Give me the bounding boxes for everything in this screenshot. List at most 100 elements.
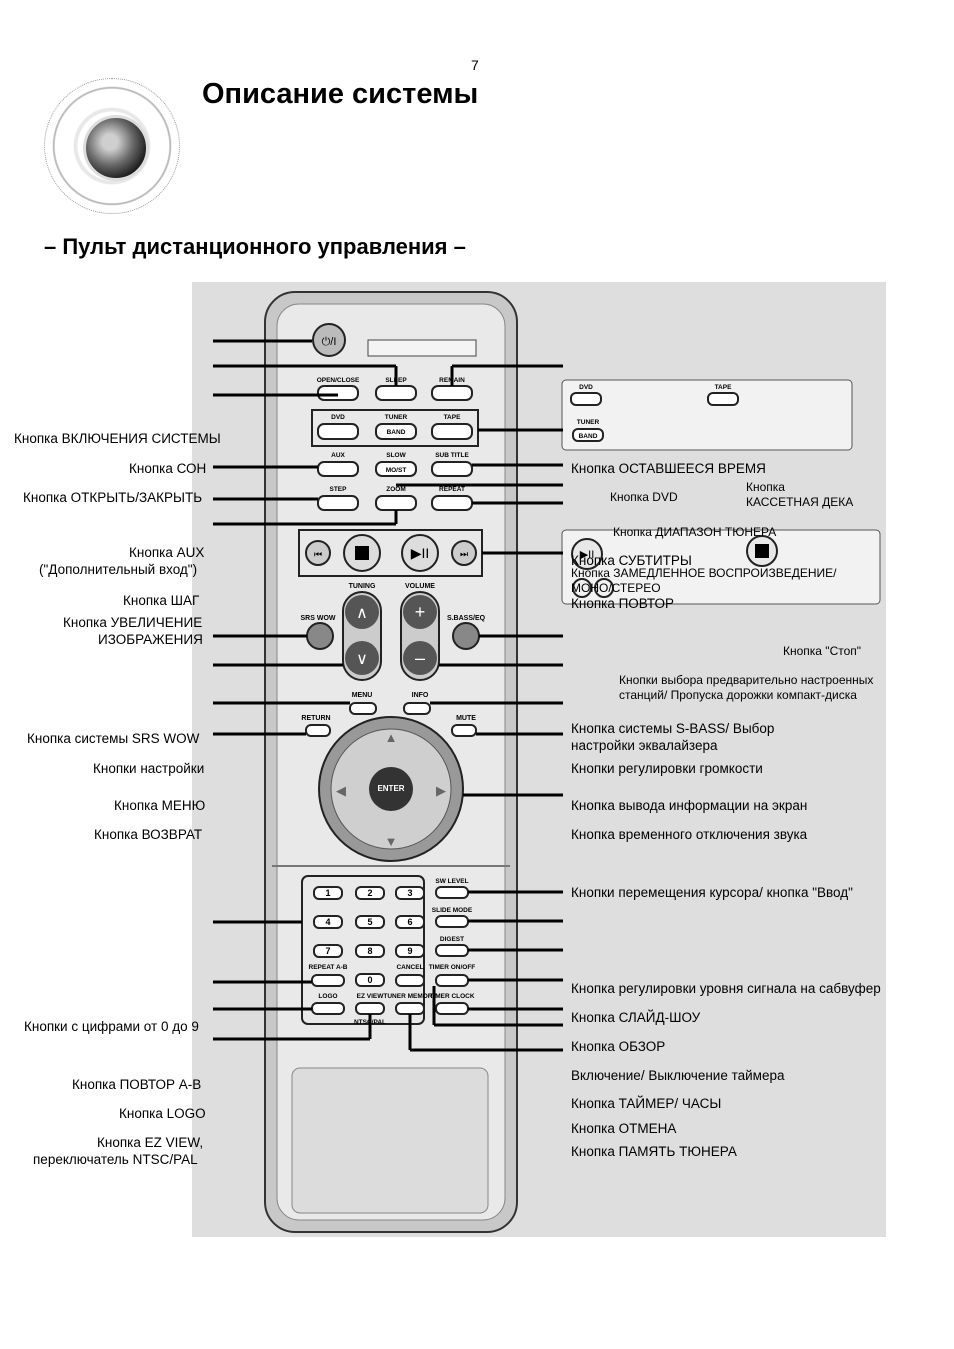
digit-7-button[interactable] bbox=[313, 944, 343, 958]
return-button[interactable] bbox=[305, 724, 331, 737]
digit-2-button[interactable] bbox=[355, 886, 385, 900]
tape-button[interactable] bbox=[431, 423, 473, 440]
subtitle-button[interactable] bbox=[431, 461, 473, 477]
sub-title-label: SUB TITLE bbox=[435, 452, 469, 459]
cursor-up-icon[interactable]: ▲ bbox=[385, 730, 398, 745]
cursor-left-icon[interactable]: ◀ bbox=[336, 783, 346, 798]
tuning-label: TUNING bbox=[349, 583, 376, 590]
timer-clock-label: TIMER CLOCK bbox=[429, 993, 474, 1000]
info-button[interactable] bbox=[403, 702, 431, 715]
digit-4-button[interactable] bbox=[313, 915, 343, 929]
step-label: STEP bbox=[330, 486, 348, 493]
prev-track-button[interactable] bbox=[305, 540, 331, 566]
slow-most-button[interactable] bbox=[375, 461, 417, 477]
cancel-label: CANCEL bbox=[396, 964, 423, 971]
digit-0-button[interactable] bbox=[355, 973, 385, 987]
prev-callout-icon bbox=[572, 578, 592, 598]
srs-wow-button[interactable] bbox=[306, 622, 334, 650]
step-button[interactable] bbox=[317, 495, 359, 511]
label-repeat-ab: Кнопка ПОВТОР А-В bbox=[72, 1077, 202, 1092]
dvd-button[interactable] bbox=[317, 423, 359, 440]
menu-label: MENU bbox=[352, 692, 373, 699]
s-bass-eq-button[interactable] bbox=[452, 622, 480, 650]
cursor-down-icon[interactable]: ▼ bbox=[385, 834, 398, 849]
page-number: 7 bbox=[471, 57, 479, 73]
svg-text:⏭: ⏭ bbox=[460, 549, 468, 559]
digit-1-button[interactable] bbox=[313, 886, 343, 900]
ez-view-button[interactable] bbox=[355, 1002, 385, 1015]
label-s-bass: Кнопка системы S-BASS/ Выбор bbox=[571, 721, 775, 736]
label-subtitle: Кнопка СУБТИТРЫ bbox=[571, 553, 692, 568]
menu-button[interactable] bbox=[349, 702, 377, 715]
digit-8-button[interactable] bbox=[355, 944, 385, 958]
repeat-ab-button[interactable] bbox=[311, 974, 345, 987]
zoom-button[interactable] bbox=[375, 495, 417, 511]
volume-up-button[interactable] bbox=[403, 595, 437, 629]
label-menu: Кнопка МЕНЮ bbox=[114, 798, 206, 813]
sleep-button[interactable] bbox=[375, 385, 417, 401]
label-band: Кнопка ДИАПАЗОН ТЮНЕРА bbox=[613, 525, 777, 539]
slide-mode-button[interactable] bbox=[435, 915, 469, 928]
label-stop: Кнопка "Стоп" bbox=[783, 644, 862, 658]
svg-text:–: – bbox=[415, 648, 425, 668]
label-sleep: Кнопка СОН bbox=[129, 461, 207, 476]
open-close-button[interactable] bbox=[317, 385, 359, 401]
sw-level-button[interactable] bbox=[435, 886, 469, 899]
label-tape-2: КАССЕТНАЯ ДЕКА bbox=[746, 495, 854, 509]
timer-on-off-button[interactable] bbox=[435, 974, 469, 987]
digit-6-button[interactable] bbox=[395, 915, 425, 929]
digit-9-button[interactable] bbox=[395, 944, 425, 958]
callout-box-transport bbox=[561, 529, 881, 605]
power-button[interactable] bbox=[312, 323, 346, 357]
digit-7-label: 7 bbox=[325, 946, 330, 956]
digit-1-label: 1 bbox=[325, 888, 330, 898]
aux-button[interactable] bbox=[317, 461, 359, 477]
label-slide-show: Кнопка СЛАЙД-ШОУ bbox=[571, 1010, 701, 1025]
return-label: RETURN bbox=[301, 715, 330, 722]
next-track-button[interactable] bbox=[451, 540, 477, 566]
speaker-logo-image bbox=[44, 78, 180, 214]
digit-5-button[interactable] bbox=[355, 915, 385, 929]
label-sw-level: Кнопка регулировки уровня сигнала на саб… bbox=[571, 981, 881, 996]
label-ez-view: Кнопка EZ VIEW, bbox=[97, 1135, 204, 1150]
digit-4-label: 4 bbox=[325, 917, 330, 927]
label-preset-1: Кнопки выбора предварительно настроенных bbox=[619, 673, 874, 687]
mute-button[interactable] bbox=[451, 724, 477, 737]
digest-button[interactable] bbox=[435, 944, 469, 957]
label-info: Кнопка вывода информации на экран bbox=[571, 798, 808, 813]
timer-clock-button[interactable] bbox=[435, 1002, 469, 1015]
volume-down-button[interactable] bbox=[403, 641, 437, 675]
cancel-button[interactable] bbox=[395, 974, 425, 987]
label-ntsc-pal: переключатель NTSC/PAL bbox=[33, 1152, 198, 1167]
cursor-right-icon[interactable]: ▶ bbox=[436, 783, 446, 798]
play-pause-button[interactable] bbox=[401, 534, 439, 572]
tape-callout-button bbox=[707, 392, 739, 406]
slide-mode-label: SLIDE MODE bbox=[432, 907, 473, 914]
remain-button[interactable] bbox=[431, 385, 473, 401]
tape-callout-label: TAPE bbox=[715, 384, 733, 391]
logo-button[interactable] bbox=[311, 1002, 345, 1015]
callout-box-source bbox=[561, 379, 853, 451]
digest-label: DIGEST bbox=[440, 936, 464, 943]
next-callout-icon bbox=[594, 578, 614, 598]
mute-label: MUTE bbox=[456, 715, 476, 722]
svg-text:▶II: ▶II bbox=[411, 545, 430, 561]
label-zoom-2: ИЗОБРАЖЕНИЯ bbox=[98, 632, 203, 647]
tuning-down-button[interactable] bbox=[345, 641, 379, 675]
tuner-memory-button[interactable] bbox=[395, 1002, 425, 1015]
enter-button[interactable] bbox=[369, 767, 413, 811]
label-mono-stereo: МОНО/СТЕРЕО bbox=[571, 581, 661, 595]
label-timer-on-off: Включение/ Выключение таймера bbox=[571, 1068, 785, 1083]
tuner-memory-label: TUNER MEMORY bbox=[383, 993, 437, 1000]
repeat-button[interactable] bbox=[431, 495, 473, 511]
label-volume: Кнопки регулировки громкости bbox=[571, 761, 763, 776]
digit-6-label: 6 bbox=[407, 917, 412, 927]
repeat-label: REPEAT bbox=[439, 486, 465, 493]
digit-3-button[interactable] bbox=[395, 886, 425, 900]
label-tuning: Кнопки настройки bbox=[93, 761, 205, 776]
section-subtitle: – Пульт дистанционного управления – bbox=[44, 234, 466, 259]
tuning-up-button[interactable] bbox=[345, 595, 379, 629]
mo-st-label: MO/ST bbox=[386, 467, 407, 474]
zoom-label: ZOOM bbox=[386, 486, 406, 493]
tuner-band-button[interactable] bbox=[375, 423, 417, 440]
